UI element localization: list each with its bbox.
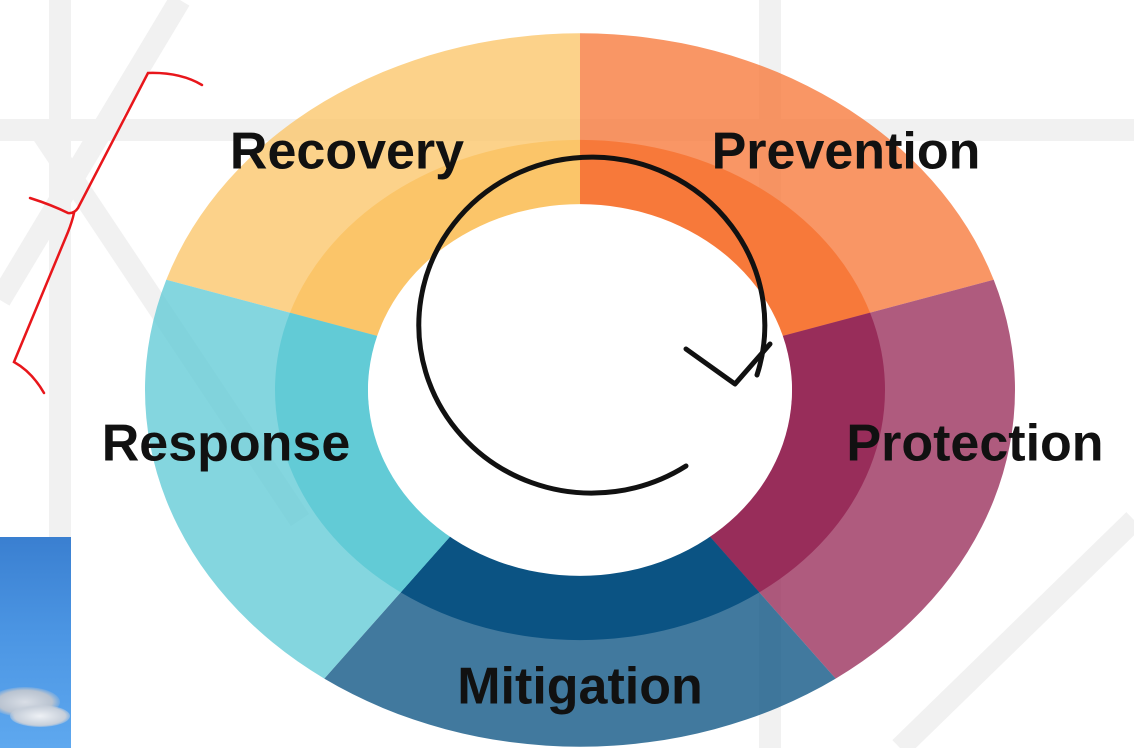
label-response: Response: [102, 415, 351, 473]
label-protection: Protection: [846, 415, 1103, 473]
segment-prevention: [580, 33, 994, 337]
segment-recovery: [166, 33, 581, 337]
segments: [145, 33, 1016, 747]
segment-inner-band-protection: [704, 312, 885, 593]
cycle-arrow-icon: [416, 154, 773, 496]
segment-inner-band-prevention: [580, 139, 871, 337]
label-recovery: Recovery: [230, 123, 464, 181]
red-bracket-annotation: [12, 71, 204, 395]
label-prevention: Prevention: [712, 123, 981, 181]
label-mitigation: Mitigation: [457, 658, 703, 716]
center-hole: [368, 204, 792, 576]
segment-inner-band-recovery: [289, 139, 580, 337]
segment-inner-band-response: [275, 312, 456, 593]
sky-photo: [0, 537, 71, 748]
